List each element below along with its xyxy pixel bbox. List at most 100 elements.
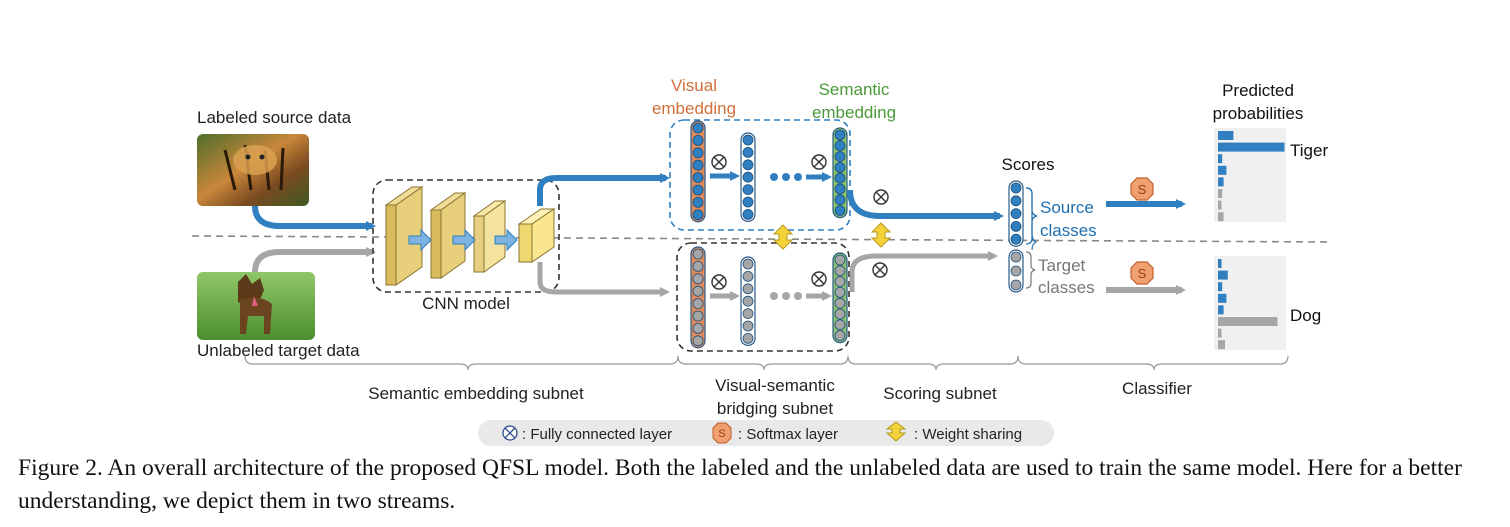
probability-bar	[1218, 328, 1222, 338]
legend-fc: : Fully connected layer	[502, 425, 672, 443]
predicted-label-1: Predicted	[1222, 81, 1294, 100]
tiger-prob-bars	[1218, 131, 1285, 222]
semantic-embedding-label-2: embedding	[812, 103, 896, 122]
softmax-icon: S	[1130, 261, 1154, 285]
neuron	[834, 194, 846, 206]
stream-divider	[191, 235, 1331, 243]
visual-embedding-label-2: embedding	[652, 99, 736, 118]
hidden-layer-target	[740, 256, 756, 347]
target-embedding-box	[676, 242, 850, 352]
scores-target	[1008, 249, 1024, 293]
neuron	[742, 171, 754, 183]
neuron	[834, 330, 846, 342]
target-stream-inner	[710, 271, 832, 301]
neuron	[692, 335, 704, 347]
dog-prob-bars	[1218, 259, 1278, 350]
neuron	[1010, 265, 1022, 277]
neuron	[742, 159, 754, 171]
probability-bar	[1218, 131, 1234, 140]
neuron	[834, 205, 846, 217]
neuron	[692, 285, 704, 297]
probability-bar	[1218, 293, 1227, 303]
semantic-to-scores-target-arrow	[849, 251, 998, 292]
neuron	[742, 146, 754, 158]
neuron	[834, 308, 846, 320]
dog-label: Dog	[1290, 306, 1321, 325]
diagram-canvas: Labeled source data Unlabeled target dat…	[191, 76, 1331, 446]
neuron	[834, 265, 846, 277]
cnn-inner-arrows	[408, 228, 518, 252]
neuron	[742, 320, 754, 332]
svg-text:: Softmax layer: : Softmax layer	[738, 426, 838, 443]
probability-bar	[1218, 305, 1224, 315]
neuron	[1010, 195, 1022, 207]
bridging-subnet-label-1: Visual-semantic	[715, 376, 835, 395]
cnn-to-visual-source-arrow	[537, 173, 670, 206]
source-embedding-box	[669, 119, 851, 231]
svg-text:S: S	[1138, 266, 1147, 281]
network-layers	[690, 120, 1024, 349]
probability-bar	[1218, 270, 1228, 280]
neuron	[742, 184, 754, 196]
source-classes-label-1: Source	[1040, 198, 1094, 217]
neuron	[742, 258, 754, 270]
neuron	[834, 276, 846, 288]
neuron	[742, 295, 754, 307]
dog-image	[197, 272, 315, 340]
svg-text:S: S	[1138, 182, 1147, 197]
weight-sharing-arrow-2	[870, 222, 892, 248]
source-input-arrow	[252, 205, 376, 231]
cnn-model-box	[372, 179, 560, 293]
labeled-source-label: Labeled source data	[197, 108, 352, 127]
source-classes-label-2: classes	[1040, 221, 1097, 240]
softmax-icon: S	[1130, 177, 1154, 201]
cnn-to-visual-target-arrow	[537, 262, 670, 297]
tiger-prob-panel	[1214, 128, 1286, 222]
neuron	[692, 260, 704, 272]
semantic-layer-source	[832, 127, 848, 219]
target-classes-label-1: Target	[1038, 256, 1086, 275]
semantic-embedding-label-1: Semantic	[819, 80, 890, 99]
cnn-model-label: CNN model	[422, 294, 510, 313]
neuron	[692, 248, 704, 260]
tiger-image	[197, 134, 309, 206]
neuron	[742, 332, 754, 344]
neuron	[742, 134, 754, 146]
neuron	[742, 208, 754, 220]
probability-bar	[1218, 177, 1224, 187]
figure-caption: Figure 2. An overall architecture of the…	[18, 455, 1462, 514]
neuron	[692, 273, 704, 285]
classifier-label: Classifier	[1122, 379, 1192, 398]
probability-bar	[1218, 317, 1278, 326]
section-braces	[244, 355, 1289, 371]
semantic-layer-target	[832, 252, 848, 344]
neuron	[692, 122, 704, 134]
scores-label: Scores	[1002, 155, 1055, 174]
neuron	[1010, 208, 1022, 220]
visual-layer-target	[690, 246, 706, 349]
neuron	[834, 254, 846, 266]
neuron	[742, 270, 754, 282]
tiger-label: Tiger	[1290, 141, 1328, 160]
neuron	[834, 319, 846, 331]
probability-bar	[1218, 154, 1223, 164]
svg-text:S: S	[718, 428, 725, 440]
neuron	[834, 286, 846, 298]
source-stream-inner	[710, 154, 832, 182]
legend-box	[478, 420, 1054, 446]
svg-text:: Fully connected layer: : Fully connected layer	[522, 426, 672, 443]
neuron	[692, 322, 704, 334]
neuron	[1010, 279, 1022, 291]
probability-bar	[1218, 340, 1225, 350]
visual-layer-source	[690, 120, 706, 223]
probability-bar	[1218, 212, 1224, 222]
target-input-arrow	[252, 247, 376, 273]
neuron	[834, 129, 846, 141]
neuron	[692, 159, 704, 171]
semantic-to-scores-source-arrow	[847, 189, 1004, 221]
neuron	[834, 140, 846, 152]
legend-softmax: S : Softmax layer	[712, 422, 838, 444]
neuron	[1010, 220, 1022, 232]
unlabeled-target-label: Unlabeled target data	[197, 341, 360, 360]
